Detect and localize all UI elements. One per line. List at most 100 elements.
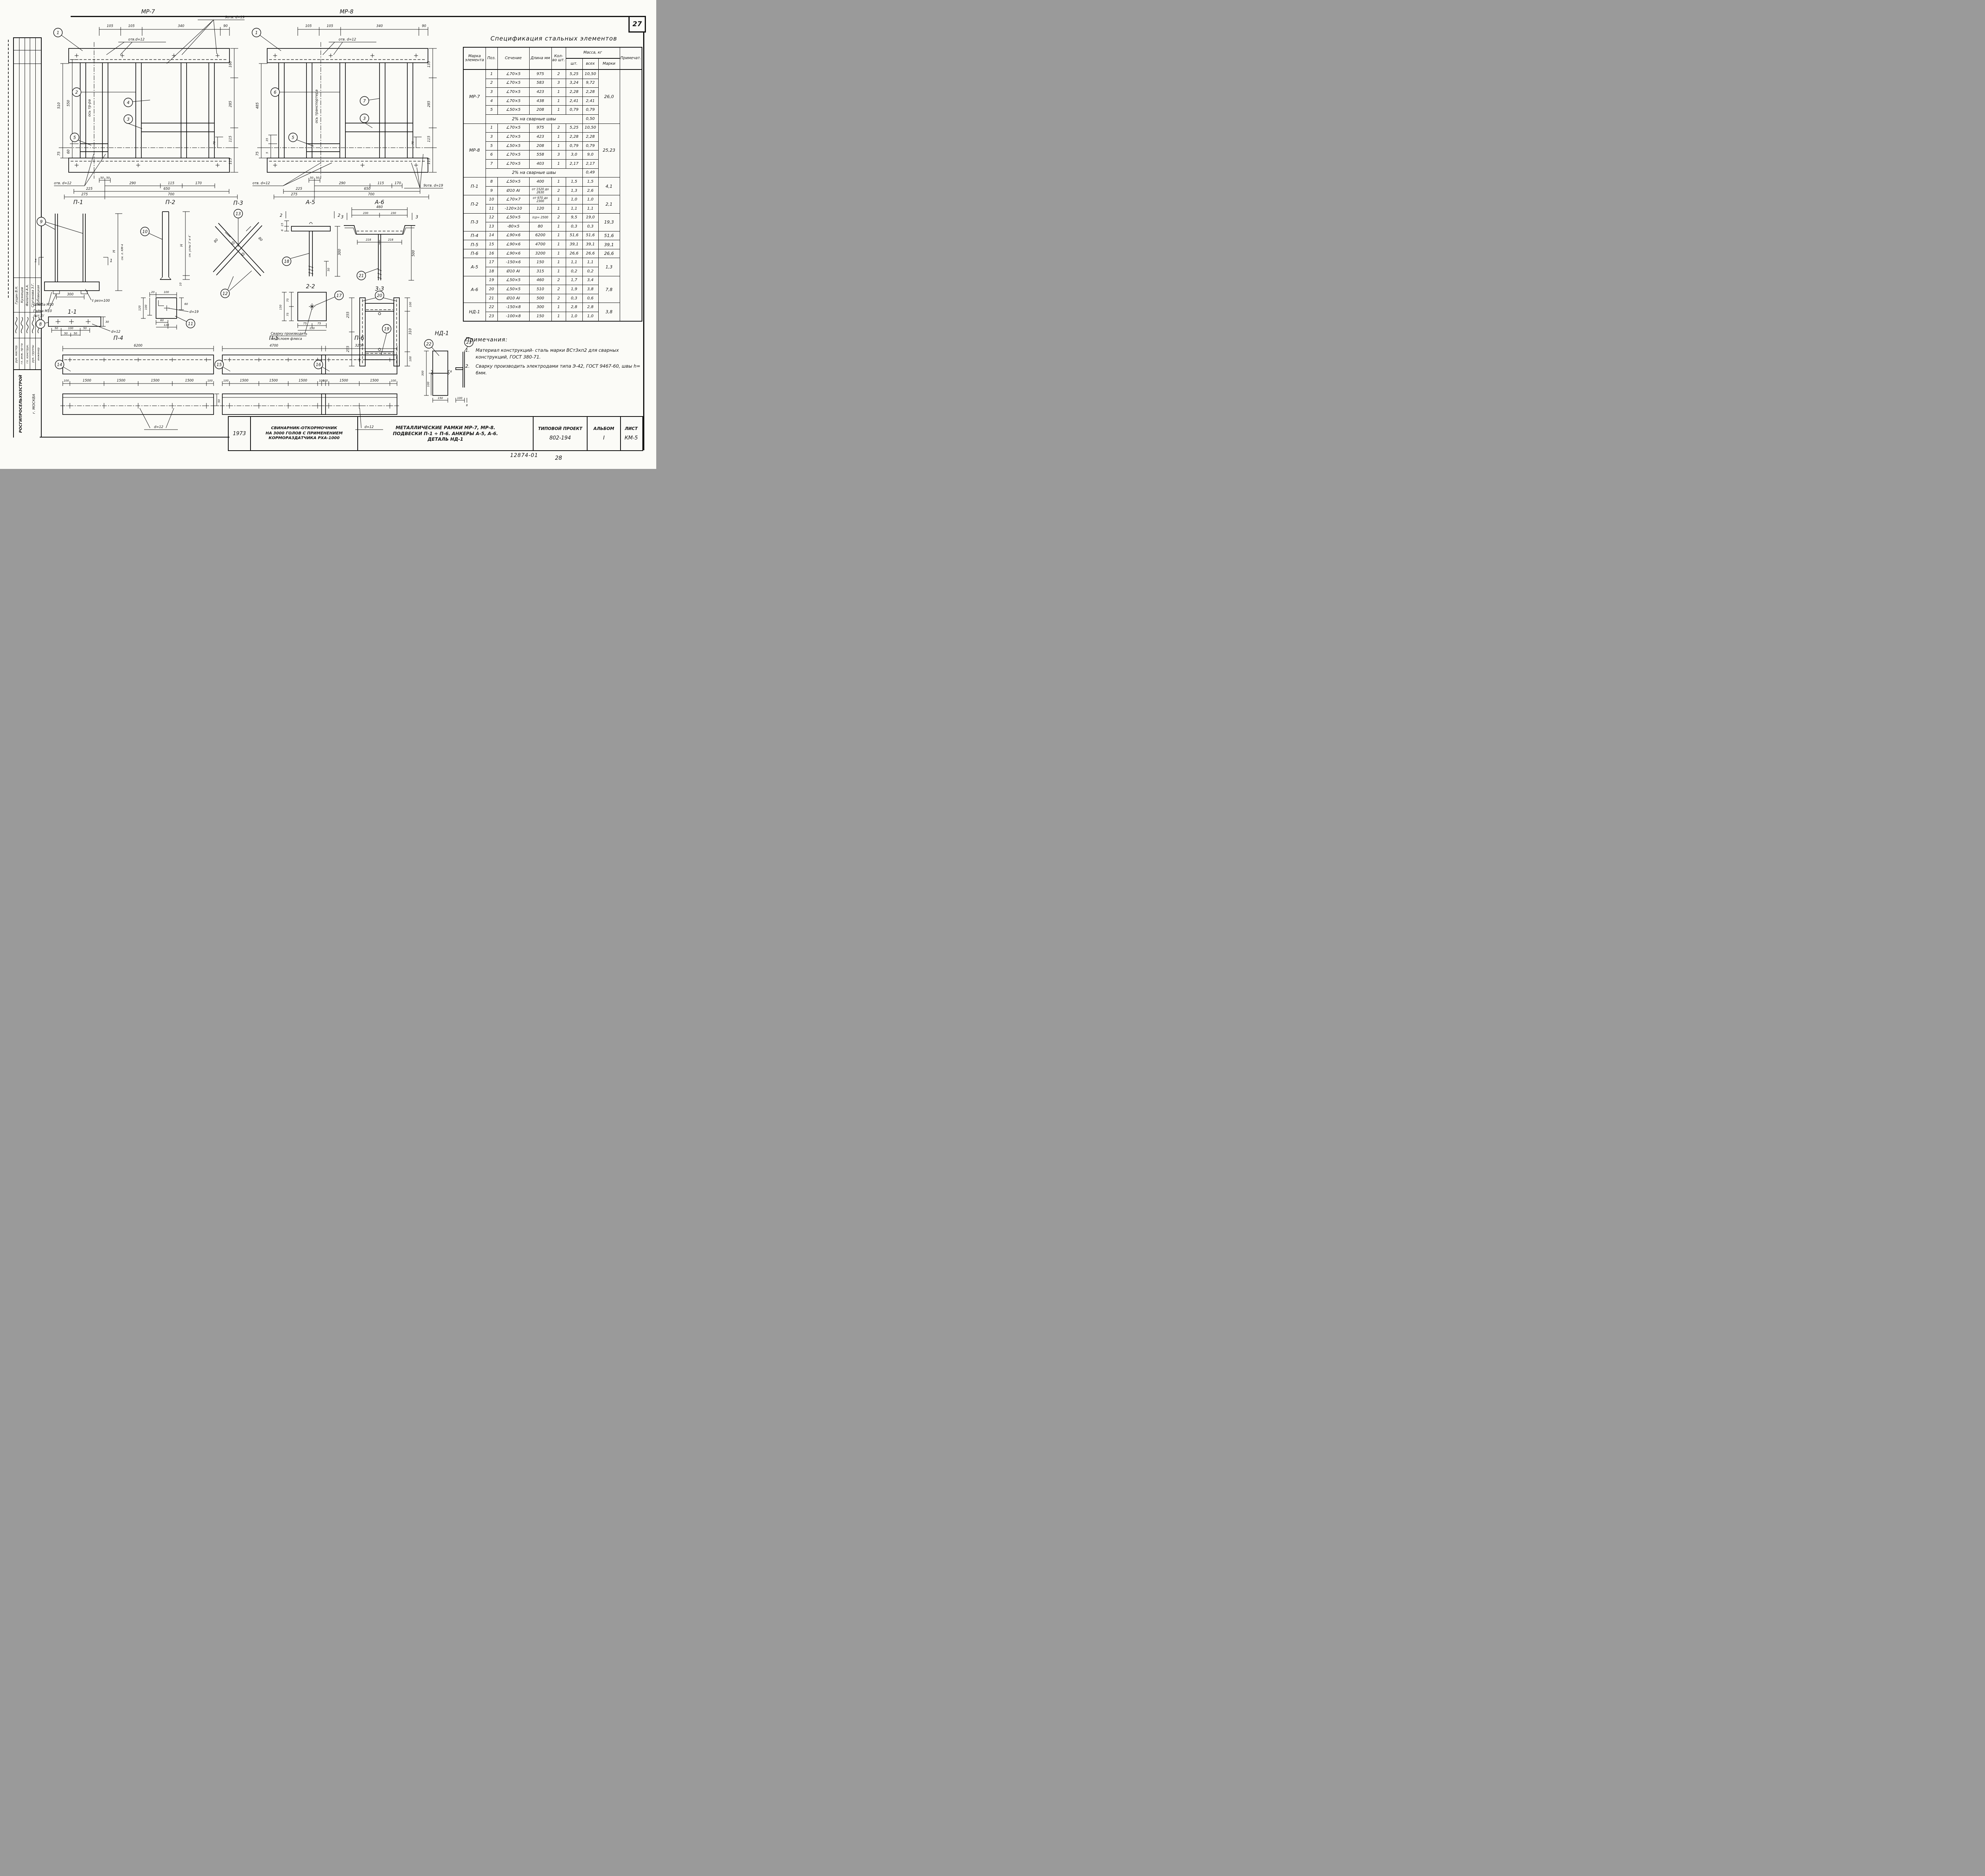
dim-label: 4700: [270, 344, 278, 348]
spec-note-column: [619, 69, 642, 322]
col-header-mass-ea: шт.: [565, 58, 583, 70]
p1-d12-label: d=12: [111, 330, 120, 334]
spec-mass-ea: 1,1: [565, 258, 583, 268]
mr8-holes9-label: 9отв. d=19: [424, 184, 443, 188]
dim-label: 50: [83, 327, 87, 330]
spec-qty: 1: [551, 204, 566, 214]
mr7-dim-bottom: [64, 178, 238, 199]
note-item: 1. Материал конструкций- сталь марки ВСт…: [465, 347, 642, 360]
spec-length: 150: [529, 312, 552, 322]
dim-label: 170: [195, 181, 202, 185]
page-number-box: 27: [628, 16, 646, 33]
dim-label: 100: [409, 302, 412, 307]
nd1-title: НД-1: [435, 330, 449, 337]
spec-mass-ea: 3,0: [565, 150, 583, 160]
spec-qty: 2: [551, 293, 566, 303]
col-header-pos: Поз.: [485, 47, 498, 70]
stamp-signature: [19, 312, 25, 338]
spec-mass-ea: 2,17: [565, 159, 583, 169]
p6-bottom-view: [319, 393, 399, 415]
spec-section: ∠70×5: [497, 96, 530, 106]
spec-mass-mark: 4,1: [598, 177, 620, 196]
spec-mass-mark: 2,1: [598, 195, 620, 214]
dim-label: 225: [296, 187, 302, 191]
spec-mass-ea: 5,25: [565, 69, 583, 79]
mr7-holes-top-label: отв.d=12: [128, 38, 145, 42]
spec-mass-ea: 1,7: [565, 276, 583, 285]
callout-9: 9: [40, 220, 43, 224]
p5-chain: [222, 381, 326, 386]
dim-label: 3200: [355, 344, 364, 348]
mr8-dim-left: [259, 63, 277, 158]
dim-label: 8: [466, 404, 468, 407]
spec-mass-mark: 26,6: [598, 249, 620, 258]
spec-qty: 2: [551, 69, 566, 79]
spec-mark: П-3: [463, 213, 486, 231]
p2-callouts: 10 11: [140, 227, 195, 328]
a5-section-view: [297, 292, 327, 321]
spec-table: Марка элемента Поз. Сечение Длина мм Кол…: [463, 47, 642, 322]
spec-qty: 1: [551, 195, 566, 204]
spec-mass-ea: 0,79: [565, 141, 583, 151]
dim-label: 650: [164, 187, 170, 191]
spec-qty: 1: [551, 141, 566, 151]
a6-section-view: [359, 297, 400, 366]
spec-qty: 1: [551, 258, 566, 268]
dim-label: 75: [303, 322, 307, 325]
spec-mark: А-5: [463, 258, 486, 276]
mr7-dim-right: [215, 48, 238, 173]
p1-nut-label2: /шт.2/: [33, 314, 44, 318]
p6-chain: [321, 381, 397, 386]
spec-section: Ø10 АI: [497, 186, 530, 196]
dim-label: 1500: [185, 379, 194, 383]
mr8-holes-top-leader: [322, 42, 376, 55]
p1-dim-h: [115, 213, 122, 291]
nd1-callouts: 22 23: [424, 337, 474, 356]
spec-mass-all: 1,5: [582, 177, 599, 187]
spec-mass-ea: 0,3: [565, 293, 583, 303]
spec-length: 4700: [529, 240, 552, 249]
spec-length: ℓср= 2500: [529, 213, 552, 223]
spec-qty: 1: [551, 222, 566, 231]
p1-section-mark: 1: [110, 258, 113, 263]
dim-label: 50: [316, 176, 320, 179]
frame-right: [643, 16, 644, 450]
spec-pos: 13: [485, 222, 498, 231]
spec-length: 120: [529, 204, 552, 214]
a6-title: А-6: [374, 199, 384, 206]
p3-callouts: 13 12: [220, 209, 252, 298]
p1-callouts: 9 8: [36, 217, 83, 329]
spec-mass-ea: 2,28: [565, 132, 583, 142]
project-number: 802-194: [549, 435, 571, 441]
p1-lrez-label: ℓ рез=100: [92, 299, 110, 303]
spec-mass-ea: 0,3: [565, 222, 583, 231]
spec-mass-all: 1,1: [582, 258, 599, 268]
stamp-person-role: гл. конструк.: [25, 338, 30, 369]
mr7-title: МР-7: [141, 9, 155, 15]
dim-label: 115: [427, 136, 431, 142]
notes-title: Примечания:: [465, 337, 508, 343]
spec-pos: 15: [485, 240, 498, 249]
a5-title: А-5: [305, 199, 315, 206]
col-header-note: Примечат.: [619, 47, 642, 70]
spec-length: 150: [529, 258, 552, 268]
callout-5: 5: [292, 135, 295, 140]
spec-mass-all: 1,0: [582, 312, 599, 322]
spec-qty: 1: [551, 249, 566, 258]
dim-label: 300: [338, 249, 342, 255]
spec-length: 3200: [529, 249, 552, 258]
p5-top-view: [222, 355, 326, 374]
dim-label: 218: [388, 238, 393, 241]
callout-13: 13: [235, 212, 241, 216]
dim-label: 100: [322, 379, 328, 382]
spec-length: 208: [529, 105, 552, 115]
sheet-label: Лист: [624, 426, 638, 431]
callout-2: 2: [75, 90, 78, 95]
dim-label: 290: [339, 181, 345, 185]
a5-geometry: [291, 222, 331, 276]
p1-plan-view: [48, 316, 101, 327]
spec-length: 315: [529, 267, 552, 276]
